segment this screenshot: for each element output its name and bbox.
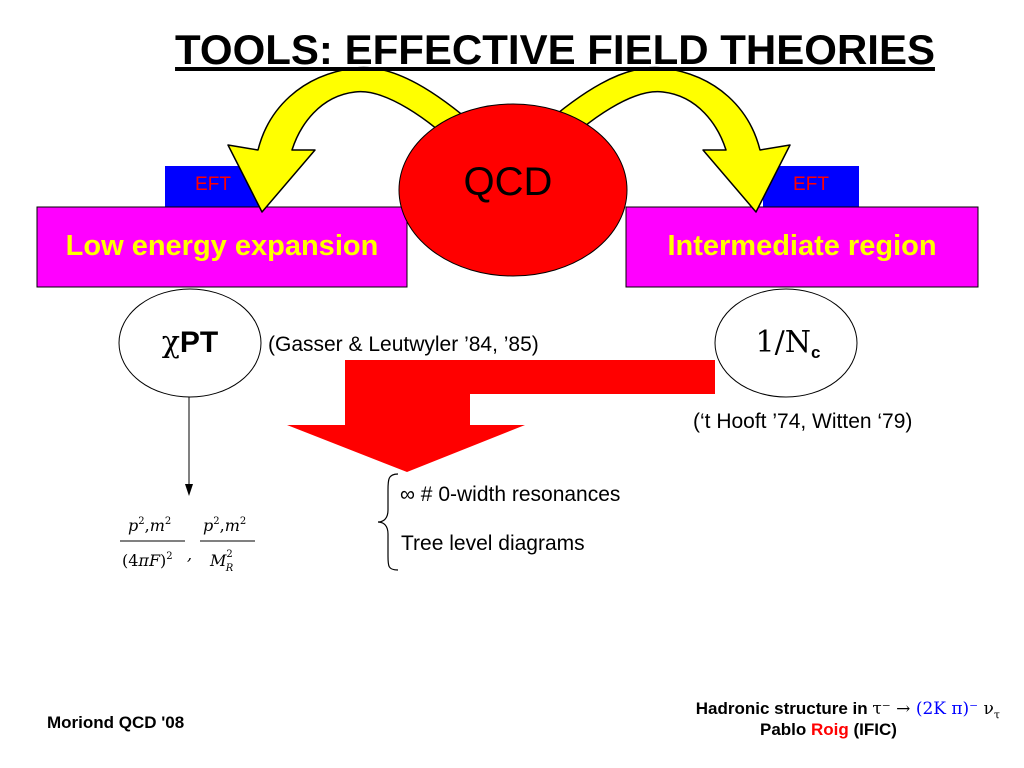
pt-text: PT — [179, 326, 219, 359]
chipt-down-arrowhead — [185, 484, 193, 496]
right-eft-label: EFT — [793, 174, 829, 195]
author-last: Roig — [811, 720, 849, 739]
talk-math: τ⁻ → — [872, 699, 916, 719]
conference-footer: Moriond QCD '08 — [47, 713, 185, 732]
formula-term2-numerator: p2,m2 — [203, 516, 246, 535]
qcd-ellipse — [398, 103, 628, 277]
right-eft-tab — [763, 166, 859, 207]
author-footer: Pablo Roig (IFIC) — [760, 720, 897, 740]
large-n-label: 1/Nc — [718, 325, 858, 363]
low-energy-box — [36, 206, 408, 288]
talk-suffix-sub: τ — [993, 708, 1000, 722]
nc-circle — [714, 288, 858, 398]
curly-brace — [377, 473, 399, 571]
talk-title-footer: Hadronic structure in τ⁻ → (2K π)⁻ ντ — [600, 699, 1000, 721]
formula-term1-denominator: (4πF)2 — [122, 551, 173, 570]
left-yellow-arrow — [227, 66, 479, 213]
thooft-witten-reference: (‘t Hooft ’74, Witten ‘79) — [693, 410, 913, 433]
chipt-label: χPT — [120, 325, 260, 360]
formula-term1-numerator: p2,m2 — [128, 516, 171, 535]
intermediate-box — [625, 206, 979, 288]
left-eft-label: EFT — [195, 174, 231, 195]
affiliation: (IFIC) — [848, 720, 897, 739]
tree-level-line: Tree level diagrams — [401, 532, 585, 555]
formula-comma: , — [187, 545, 192, 564]
qcd-label: QCD — [463, 160, 553, 204]
gasser-leutwyler-reference: (Gasser & Leutwyler ’84, ’85) — [268, 333, 539, 356]
nc-main: 1/N — [755, 325, 811, 360]
chipt-circle — [118, 288, 262, 398]
talk-prefix: Hadronic structure in — [695, 699, 873, 718]
nc-subscript: c — [810, 343, 821, 362]
page-title: TOOLS: EFFECTIVE FIELD THEORIES — [175, 26, 935, 73]
author-first: Pablo — [760, 720, 812, 739]
talk-suffix: ν — [978, 699, 994, 719]
resonances-line: ∞ # 0-width resonances — [400, 483, 621, 506]
intermediate-label: Intermediate region — [667, 230, 937, 262]
low-energy-label: Low energy expansion — [65, 230, 379, 262]
chi-symbol: χ — [161, 325, 180, 360]
right-yellow-arrow — [539, 66, 791, 213]
big-red-arrow — [287, 360, 715, 472]
talk-channel: (2K π)⁻ — [915, 699, 979, 719]
